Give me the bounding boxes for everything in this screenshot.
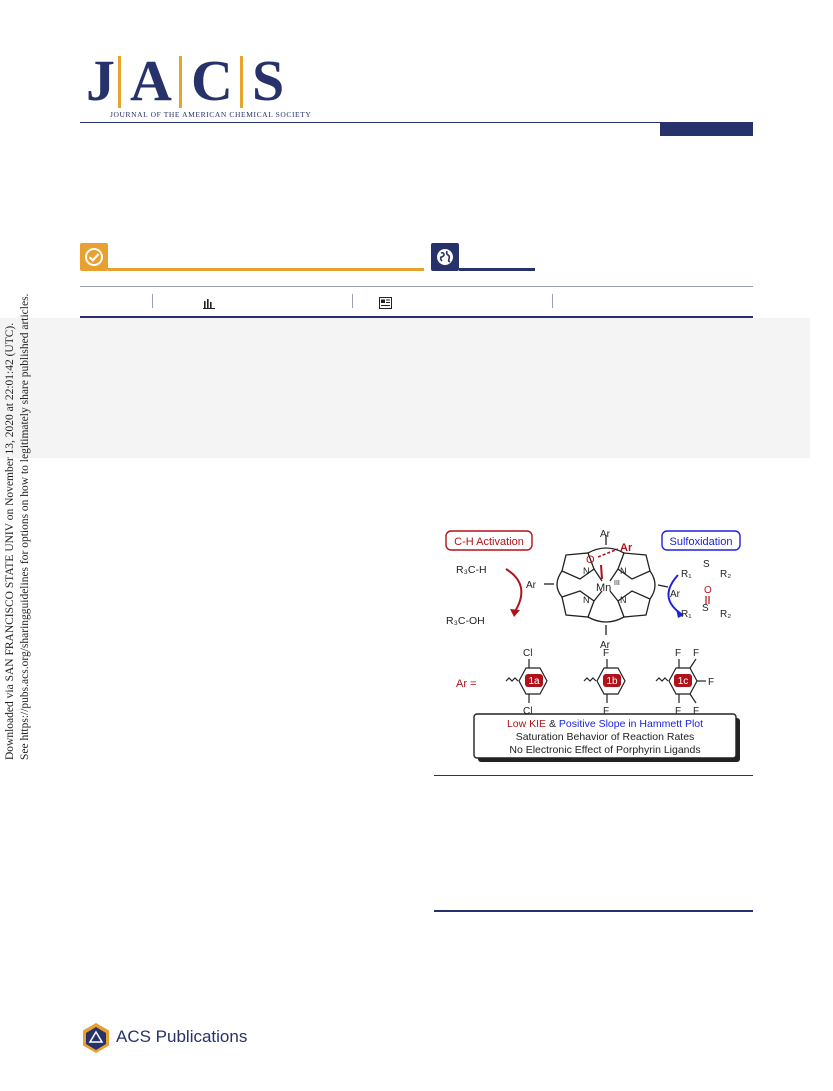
- logo-letter-j: J: [86, 48, 115, 113]
- ligand-1b: 1b: [606, 676, 618, 687]
- cl-top: Cl: [523, 648, 532, 659]
- f-label: F: [708, 677, 714, 688]
- sulfoxide-o: O: [704, 585, 712, 596]
- metrics-divider: [552, 294, 553, 308]
- r1-sulfoxide: R₁: [681, 609, 692, 620]
- cl-bottom: Cl: [523, 706, 532, 717]
- ligand-1a-tag: [525, 674, 543, 687]
- jacs-logo: J A C S JOURNAL OF THE AMERICAN CHEMICAL…: [80, 48, 311, 120]
- logo-divider: [179, 56, 182, 108]
- s-sulfide: S: [703, 559, 710, 570]
- download-notice-line-2: See https://pubs.acs.org/sharingguidelin…: [19, 293, 31, 760]
- open-access-badge[interactable]: [431, 243, 459, 271]
- logo-letter-c: C: [191, 48, 233, 113]
- license-badge[interactable]: [80, 243, 108, 271]
- metrics-divider: [352, 294, 353, 308]
- article-recommendations-icon[interactable]: [379, 296, 392, 309]
- ligand-1a: 1a: [528, 676, 540, 687]
- r2-sulfoxide: R₂: [720, 609, 731, 620]
- journal-subtitle: JOURNAL OF THE AMERICAN CHEMICAL SOCIETY: [110, 110, 312, 119]
- ch-arrow: [505, 568, 523, 614]
- ar-top: Ar: [600, 529, 611, 540]
- r2-sulfide: R₂: [720, 569, 731, 580]
- oxo-ar-interaction: [597, 548, 619, 558]
- substrate-rch: R₃C-H: [456, 564, 487, 576]
- ligand-1c-tag: [674, 674, 692, 687]
- summary-line-1: Low KIE & Positive Slope in Hammett Plot: [507, 718, 703, 730]
- r1-sulfide: R₁: [681, 569, 692, 580]
- f-label: F: [693, 648, 699, 659]
- sulfoxidation-box: [661, 530, 741, 551]
- porphyrin-ring: [544, 535, 669, 635]
- logo-letter-s: S: [252, 48, 285, 113]
- f-label: F: [675, 648, 681, 659]
- ar-oxo-label: Ar: [620, 542, 633, 554]
- logo-divider: [240, 56, 243, 108]
- ar-bottom: Ar: [600, 640, 611, 651]
- masthead-rule: [80, 122, 753, 123]
- n-label: N: [620, 595, 627, 605]
- s-sulfoxide: S: [702, 603, 709, 614]
- license-bar: [108, 268, 424, 271]
- f-label: F: [675, 706, 681, 717]
- sulfoxidation-label: Sulfoxidation: [670, 536, 733, 548]
- mn-oxidation: III: [614, 580, 620, 587]
- mn-label: Mn: [596, 582, 611, 594]
- globe-icon: [437, 249, 453, 265]
- summary-line-3: No Electronic Effect of Porphyrin Ligand…: [509, 744, 700, 756]
- oxo-label: O: [586, 554, 595, 566]
- summary-box: [473, 713, 737, 759]
- f-top: F: [603, 648, 609, 659]
- ch-arrow-head: [510, 609, 520, 617]
- ch-activation-box: [445, 530, 533, 551]
- mn-oxo-bond: [600, 564, 603, 580]
- open-access-bar: [459, 268, 535, 271]
- publisher-name: ACS Publications: [116, 1027, 248, 1046]
- summary-line-2: Saturation Behavior of Reaction Rates: [516, 731, 695, 743]
- ar-left: Ar: [526, 580, 537, 591]
- ligand-rings: [505, 658, 706, 704]
- n-label: N: [583, 595, 590, 605]
- check-icon: [85, 248, 103, 266]
- citation-panel: [0, 318, 810, 458]
- ar-equals: Ar =: [456, 678, 476, 690]
- toc-graphic: C-H Activation Sulfoxidation R₃C-H R₃C-O…: [445, 529, 741, 762]
- ar-right: Ar: [670, 589, 681, 600]
- ligand-1b-tag: [603, 674, 621, 687]
- article-type-tab: [660, 122, 753, 136]
- logo-divider: [118, 56, 121, 108]
- graphic-rule-bottom: [434, 910, 753, 912]
- download-notice-line-1: Downloaded via SAN FRANCISCO STATE UNIV …: [4, 322, 16, 760]
- n-label: N: [583, 566, 590, 576]
- metrics-bar-chart-icon[interactable]: [203, 296, 215, 309]
- metrics-rule-top: [80, 286, 753, 287]
- ch-activation-label: C-H Activation: [454, 536, 524, 548]
- ligand-1c: 1c: [678, 676, 689, 687]
- sulfoxidation-arrow-head: [676, 609, 684, 618]
- product-rcoh: R₃C-OH: [446, 615, 485, 627]
- metrics-rule-bottom: [80, 316, 753, 318]
- download-notice: Downloaded via SAN FRANCISCO STATE UNIV …: [3, 294, 33, 760]
- logo-letter-a: A: [130, 48, 172, 113]
- acs-hexagon-icon: [83, 1023, 109, 1053]
- graphic-rule-top: [434, 775, 753, 776]
- n-label: N: [620, 566, 627, 576]
- f-label: F: [693, 706, 699, 717]
- metrics-divider: [152, 294, 153, 308]
- f-bottom: F: [603, 706, 609, 717]
- acs-publications-logo: ACS Publications: [80, 1022, 247, 1056]
